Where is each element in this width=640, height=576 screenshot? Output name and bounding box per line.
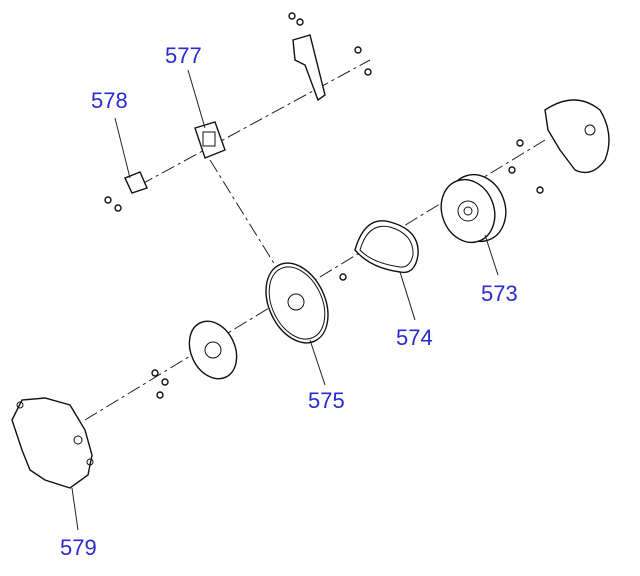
part-578	[124, 171, 148, 194]
part-575-disc	[265, 262, 329, 344]
part-label-578: 578	[91, 88, 128, 113]
part-579-cover	[11, 397, 94, 489]
part-577-holder	[194, 121, 226, 159]
axis-line-diagonal	[209, 159, 276, 266]
part-label-573: 573	[481, 281, 518, 306]
part-housing	[544, 99, 610, 174]
part-label-575: 575	[308, 388, 345, 413]
part-small-disc	[188, 320, 238, 380]
part-label-577: 577	[165, 43, 202, 68]
part-573-pulley	[440, 173, 507, 244]
axis-line-bracket	[139, 59, 371, 186]
part-label-574: 574	[396, 325, 433, 350]
part-label-579: 579	[60, 535, 97, 560]
part-bracket	[288, 12, 326, 102]
part-574-belt	[354, 220, 419, 274]
screws	[104, 46, 544, 399]
leader-lines	[71, 69, 499, 531]
